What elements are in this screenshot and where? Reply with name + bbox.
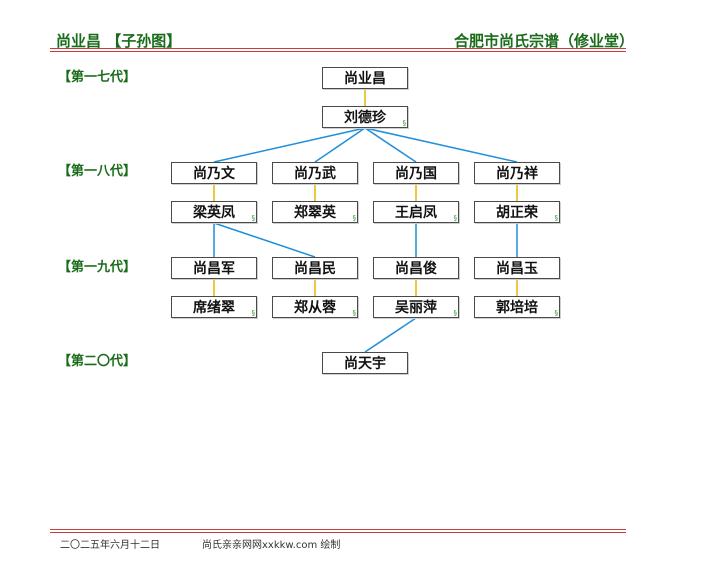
descent-line <box>364 127 417 163</box>
generation-label-19: 【第一九代】 <box>58 260 137 275</box>
person-box-n2[interactable]: 刘德珍 § <box>322 106 408 128</box>
person-name: 王启凤 <box>395 205 437 221</box>
spouse-mark: § <box>251 214 256 222</box>
spouse-mark: § <box>453 214 458 222</box>
person-box-n17[interactable]: 吴丽萍 § <box>373 296 459 318</box>
person-box-n12[interactable]: 尚昌民 <box>272 257 358 279</box>
person-name: 尚昌民 <box>294 261 336 277</box>
person-box-n6[interactable]: 尚乃祥 <box>474 162 560 184</box>
person-name: 尚天宇 <box>344 356 386 372</box>
spouse-mark: § <box>402 119 407 127</box>
generation-label-18: 【第一八代】 <box>58 164 137 179</box>
person-name: 尚乃武 <box>294 166 336 182</box>
person-name: 梁英凤 <box>193 205 235 221</box>
person-box-n15[interactable]: 席绪翠 § <box>171 296 257 318</box>
footer-rule-bottom <box>50 532 626 533</box>
person-name: 吴丽萍 <box>395 300 437 316</box>
person-name: 尚昌军 <box>193 261 235 277</box>
spouse-mark: § <box>453 309 458 317</box>
person-box-n3[interactable]: 尚乃文 <box>171 162 257 184</box>
person-name: 刘德珍 <box>344 110 386 126</box>
person-name: 尚昌俊 <box>395 261 437 277</box>
spouse-mark: § <box>352 309 357 317</box>
footer-date: 二〇二五年六月十二日 <box>60 540 160 551</box>
descent-line <box>364 127 518 163</box>
footer-credit: 尚氏亲亲网网xxkkw.com 绘制 <box>202 540 341 551</box>
person-box-n13[interactable]: 尚昌俊 <box>373 257 459 279</box>
person-name: 尚昌玉 <box>496 261 538 277</box>
descent-line <box>364 317 417 353</box>
person-box-n1[interactable]: 尚业昌 <box>322 67 408 89</box>
spouse-mark: § <box>554 214 559 222</box>
descent-line <box>314 127 366 163</box>
header-rule-bottom <box>50 51 626 52</box>
person-name: 郑翠英 <box>294 205 336 221</box>
footer-rule-top <box>50 529 626 530</box>
person-box-n11[interactable]: 尚昌军 <box>171 257 257 279</box>
person-box-n5[interactable]: 尚乃国 <box>373 162 459 184</box>
spouse-mark: § <box>352 214 357 222</box>
person-name: 尚乃文 <box>193 166 235 182</box>
person-name: 郑从蓉 <box>294 300 336 316</box>
person-box-n10[interactable]: 胡正荣 § <box>474 201 560 223</box>
person-name: 席绪翠 <box>193 300 235 316</box>
person-name: 尚乃祥 <box>496 166 538 182</box>
generation-label-17: 【第一七代】 <box>58 70 137 85</box>
spouse-mark: § <box>251 309 256 317</box>
person-box-n19[interactable]: 尚天宇 <box>322 352 408 374</box>
person-box-n8[interactable]: 郑翠英 § <box>272 201 358 223</box>
descent-line <box>213 222 316 258</box>
person-name: 尚业昌 <box>344 71 386 87</box>
chart-title: 尚业昌 【子孙图】 <box>56 32 182 50</box>
person-name: 郭培培 <box>496 300 538 316</box>
person-box-n4[interactable]: 尚乃武 <box>272 162 358 184</box>
person-box-n7[interactable]: 梁英凤 § <box>171 201 257 223</box>
person-box-n18[interactable]: 郭培培 § <box>474 296 560 318</box>
person-box-n9[interactable]: 王启凤 § <box>373 201 459 223</box>
descent-line <box>213 127 366 163</box>
genealogy-source-title: 合肥市尚氏宗谱（修业堂） <box>453 32 634 50</box>
person-box-n14[interactable]: 尚昌玉 <box>474 257 560 279</box>
generation-label-20: 【第二〇代】 <box>58 354 137 369</box>
person-box-n16[interactable]: 郑从蓉 § <box>272 296 358 318</box>
person-name: 胡正荣 <box>496 205 538 221</box>
header-rule-top <box>50 48 626 49</box>
person-name: 尚乃国 <box>395 166 437 182</box>
spouse-mark: § <box>554 309 559 317</box>
